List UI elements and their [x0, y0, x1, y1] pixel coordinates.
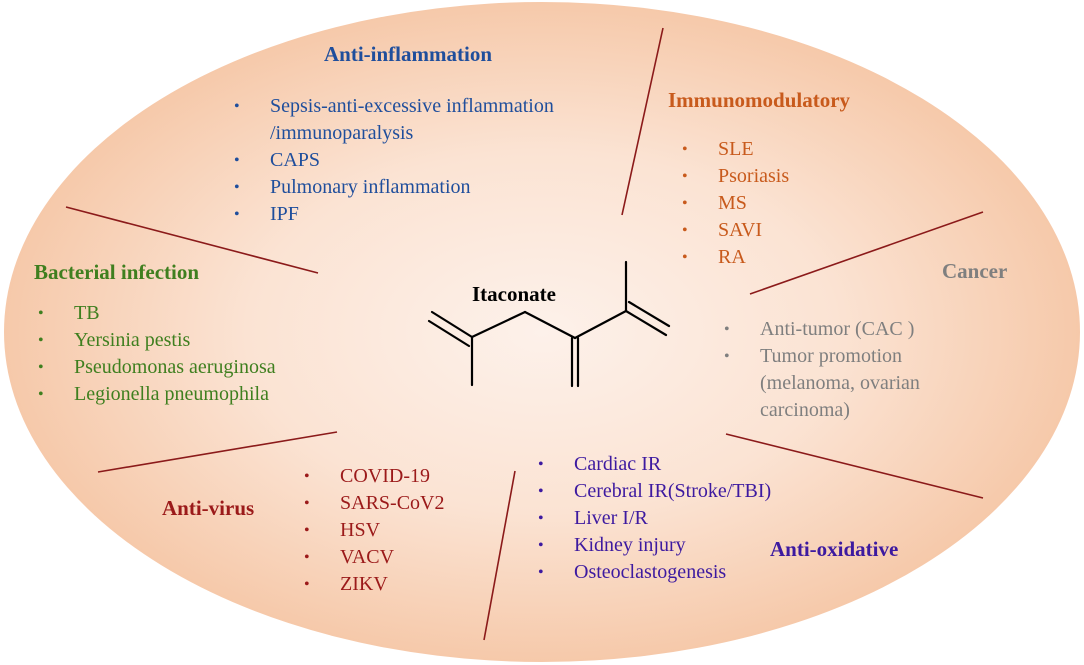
- anti-inflammation-list: Sepsis-anti-excessive inflammation /immu…: [232, 93, 554, 228]
- list-item: /immunoparalysis: [270, 122, 414, 144]
- divider-left-upper: [65, 206, 319, 274]
- divider-right-lower: [725, 433, 984, 499]
- list-item: Kidney injury: [536, 532, 771, 559]
- list-item: SARS-CoV2: [302, 490, 444, 517]
- divider-bottom: [483, 470, 516, 641]
- list-item: VACV: [302, 544, 444, 571]
- anti-inflammation-title: Anti-inflammation: [324, 42, 492, 66]
- bond-6: [573, 309, 628, 340]
- list-item: Liver I/R: [536, 505, 771, 532]
- list-item: TB: [36, 300, 276, 327]
- list-item: Pulmonary inflammation: [232, 174, 554, 201]
- list-item: Cardiac IR: [536, 451, 771, 478]
- bond-4: [523, 310, 577, 340]
- list-item: carcinoma): [760, 399, 850, 421]
- list-item: Yersinia pestis: [36, 327, 276, 354]
- bacterial-infection-title: Bacterial infection: [34, 260, 200, 284]
- list-item: Psoriasis: [680, 163, 789, 190]
- cancer-list: Anti-tumor (CAC ) Tumor promotion (melan…: [722, 316, 920, 424]
- list-item: Cerebral IR(Stroke/TBI): [536, 478, 771, 505]
- list-item: ZIKV: [302, 571, 444, 598]
- bond-8: [624, 309, 668, 337]
- list-item: SAVI: [680, 217, 789, 244]
- bond-1b: [427, 319, 471, 348]
- list-item: Osteoclastogenesis: [536, 559, 771, 586]
- anti-virus-list: COVID-19 SARS-CoV2 HSV VACV ZIKV: [302, 463, 444, 598]
- bacterial-infection-list: TB Yersinia pestis Pseudomonas aeruginos…: [36, 300, 276, 408]
- cancer-title: Cancer: [942, 259, 1008, 283]
- list-item: Legionella pneumophila: [36, 381, 276, 408]
- bond-8b: [627, 300, 671, 328]
- immunomodulatory-title: Immunomodulatory: [668, 88, 851, 112]
- anti-virus-title: Anti-virus: [162, 496, 255, 520]
- divider-top: [621, 27, 664, 216]
- bond-1: [430, 310, 474, 339]
- bond-3: [470, 310, 527, 339]
- list-item: Anti-tumor (CAC ): [722, 316, 920, 343]
- list-item: SLE: [680, 136, 789, 163]
- immunomodulatory-list: SLE Psoriasis MS SAVI RA: [680, 136, 789, 271]
- list-item: HSV: [302, 517, 444, 544]
- list-item: Pseudomonas aeruginosa: [36, 354, 276, 381]
- divider-right-upper: [749, 211, 984, 295]
- anti-oxidative-title: Anti-oxidative: [770, 537, 899, 561]
- list-item: Tumor promotion: [722, 343, 920, 370]
- list-item: Sepsis-anti-excessive inflammation: [232, 93, 554, 120]
- list-item: RA: [680, 244, 789, 271]
- list-item: MS: [680, 190, 789, 217]
- list-item: CAPS: [232, 147, 554, 174]
- list-item: IPF: [232, 201, 554, 228]
- itaconate-label: Itaconate: [472, 282, 556, 306]
- list-item: (melanoma, ovarian: [760, 372, 920, 394]
- list-item: COVID-19: [302, 463, 444, 490]
- anti-oxidative-list: Cardiac IR Cerebral IR(Stroke/TBI) Liver…: [536, 451, 771, 586]
- divider-left-lower: [97, 431, 338, 473]
